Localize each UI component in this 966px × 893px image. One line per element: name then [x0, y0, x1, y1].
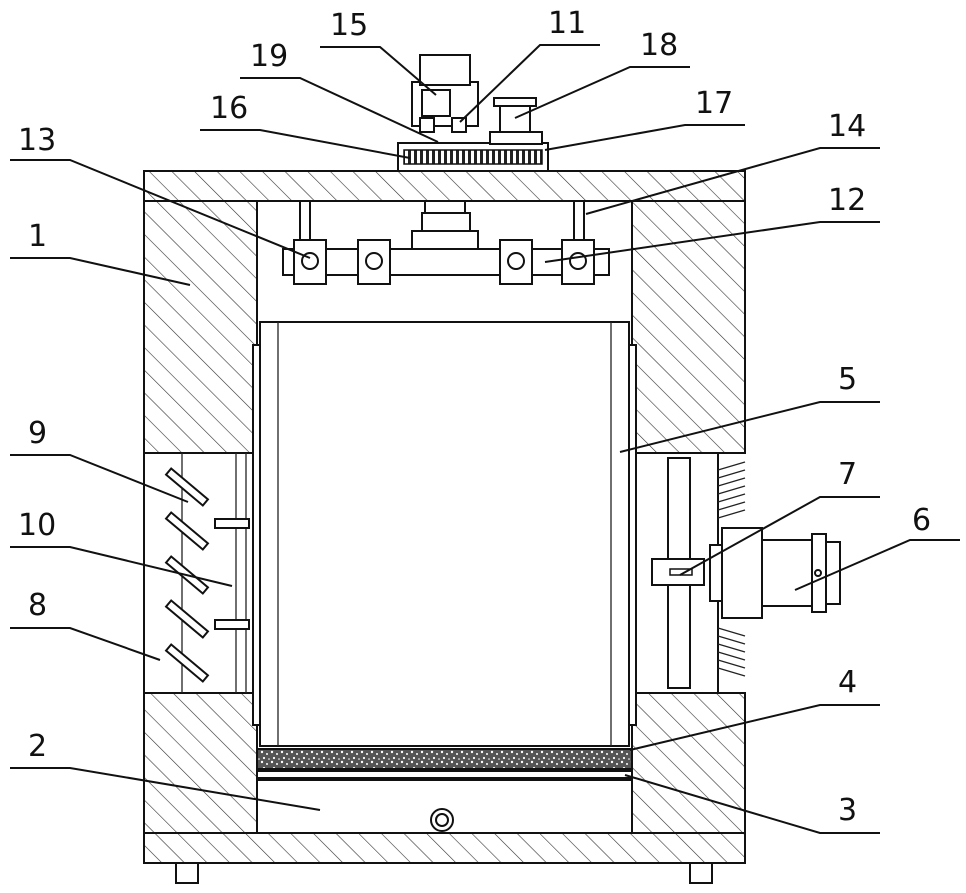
collection-drawer	[257, 780, 632, 833]
label-13: 13	[18, 123, 56, 158]
label-4: 4	[838, 665, 857, 700]
label-1: 1	[28, 219, 47, 254]
label-2: 2	[28, 729, 47, 764]
label-8: 8	[28, 588, 47, 623]
label-3: 3	[838, 793, 857, 828]
label-9: 9	[28, 416, 47, 451]
label-14: 14	[828, 109, 866, 144]
label-10: 10	[18, 508, 56, 543]
fan-assembly	[632, 453, 840, 693]
label-17: 17	[695, 86, 733, 121]
label-16: 16	[210, 91, 248, 126]
label-15: 15	[330, 8, 368, 43]
filter-layer	[257, 749, 632, 769]
label-6: 6	[912, 503, 931, 538]
label-12: 12	[828, 183, 866, 218]
screen-plate	[257, 771, 632, 778]
label-18: 18	[640, 28, 678, 63]
label-11: 11	[548, 6, 586, 41]
inner-basket	[253, 322, 636, 746]
label-7: 7	[838, 457, 857, 492]
label-5: 5	[838, 362, 857, 397]
left-vent	[144, 453, 257, 693]
label-19: 19	[250, 39, 288, 74]
